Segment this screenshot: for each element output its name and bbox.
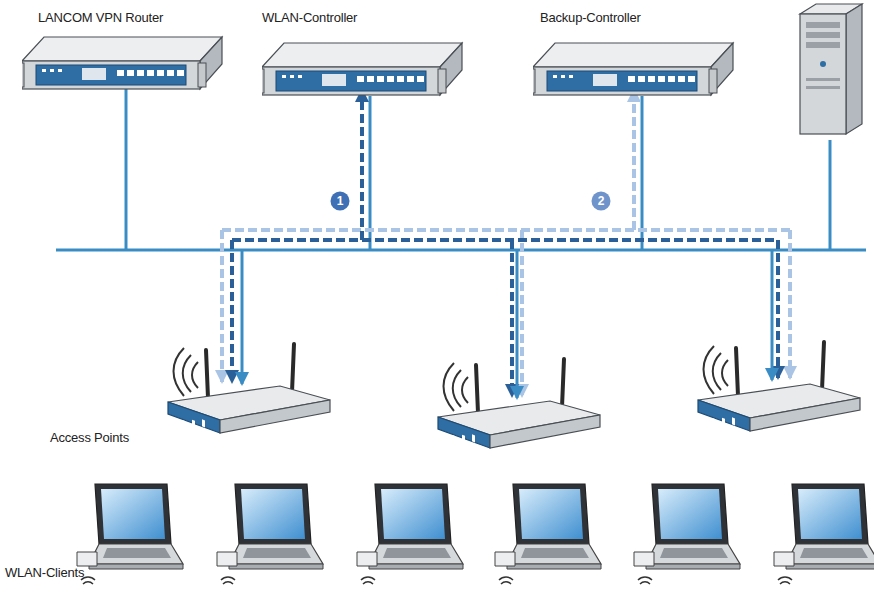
device-node: WLAN-Controller	[262, 10, 467, 100]
group-label: WLAN-Clients	[5, 565, 84, 580]
server-link	[829, 140, 832, 250]
router-device	[16, 37, 222, 89]
server-tower	[800, 4, 862, 134]
callout-number: 2	[592, 192, 610, 210]
network-bus	[56, 249, 866, 252]
ap-links	[242, 250, 772, 398]
controller-path	[232, 90, 778, 396]
laptop	[495, 484, 601, 584]
device-label: LANCOM VPN Router	[38, 10, 163, 25]
access-point	[438, 359, 600, 448]
callout-circle	[592, 192, 611, 211]
laptop	[77, 484, 183, 584]
laptop	[217, 484, 323, 584]
access-point	[168, 344, 330, 433]
device-label: WLAN-Controller	[262, 10, 357, 25]
access-point	[698, 342, 860, 431]
laptop	[774, 484, 874, 584]
backup-link	[641, 96, 644, 250]
callout-circle	[331, 192, 350, 211]
group-label: Access Points	[50, 430, 129, 445]
device-label: Backup-Controller	[540, 10, 641, 25]
laptop	[634, 484, 740, 584]
router-link	[125, 88, 128, 250]
controller-device	[256, 43, 462, 95]
device-node: LANCOM VPN Router	[38, 10, 228, 94]
controller-link	[369, 96, 372, 250]
laptop	[357, 484, 463, 584]
backup-path	[222, 90, 790, 396]
callout-number: 1	[331, 192, 349, 210]
backup-device	[527, 43, 733, 95]
device-node: Backup-Controller	[540, 10, 740, 100]
